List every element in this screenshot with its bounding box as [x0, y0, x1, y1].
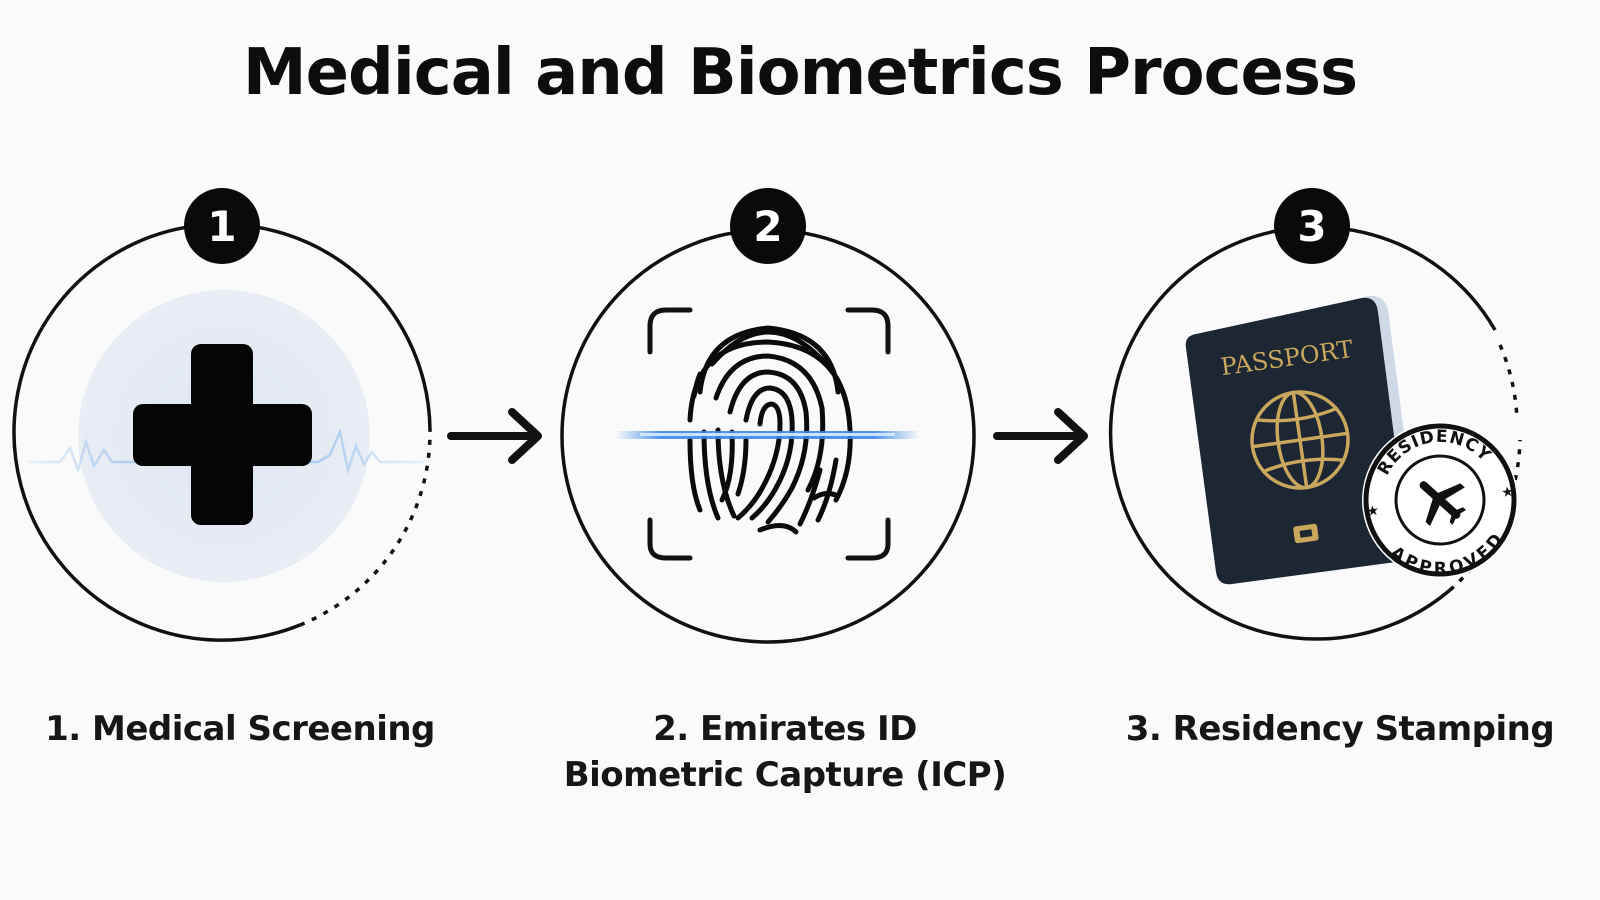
page-title: Medical and Biometrics Process — [242, 36, 1358, 110]
svg-text:1: 1 — [207, 202, 236, 251]
passport-icon: PASSPORT — [1185, 295, 1419, 585]
arrow-2-icon — [993, 408, 1088, 464]
step-3: PASSPORT RESIDENCY — [1108, 188, 1522, 641]
fingerprint-icon — [687, 325, 853, 535]
svg-text:2: 2 — [753, 202, 782, 251]
step-1-circle — [12, 222, 432, 642]
globe-icon — [1250, 390, 1350, 490]
svg-text:★: ★ — [1500, 484, 1515, 502]
step-1: 1 — [12, 188, 432, 642]
svg-text:★: ★ — [1366, 503, 1381, 521]
medical-cross-icon — [133, 344, 312, 525]
chip-icon — [1293, 523, 1319, 544]
step-2: 2 — [560, 188, 976, 644]
svg-text:3: 3 — [1297, 202, 1326, 251]
step-2-label: 2. Emirates ID Biometric Capture (ICP) — [563, 709, 1007, 795]
step-1-number-badge: 1 — [184, 188, 260, 264]
step-3-label: 3. Residency Stamping — [1125, 709, 1555, 749]
step-2-number-badge: 2 — [730, 188, 806, 264]
arrow-1-icon — [447, 408, 542, 464]
scan-frame-icon — [647, 307, 891, 561]
step-3-number-badge: 3 — [1274, 188, 1350, 264]
step-3-circle — [1108, 225, 1497, 641]
airplane-icon — [1419, 481, 1467, 527]
step-1-label: 1. Medical Screening — [45, 709, 435, 749]
